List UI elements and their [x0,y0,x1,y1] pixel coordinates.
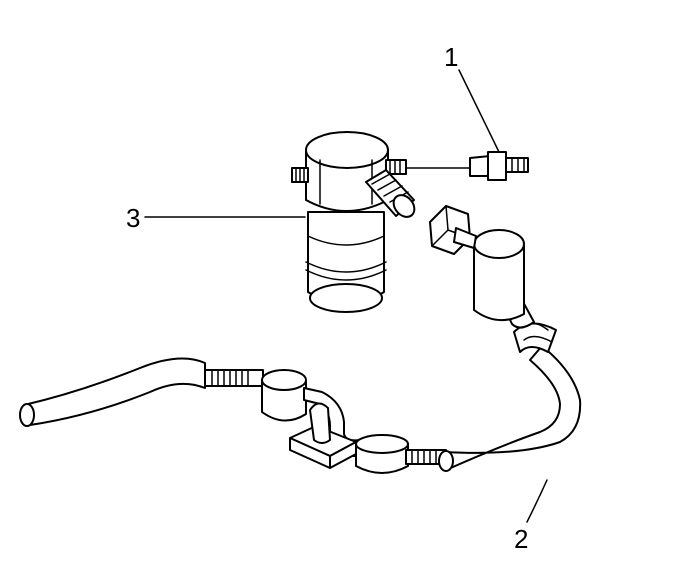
left-hose-end [19,403,35,427]
pressure-switch-valve [405,151,529,181]
left-hose-tube [21,357,206,426]
hex-nut [429,205,477,255]
callout-3: 3 [126,203,140,233]
callout-1: 1 [444,42,458,72]
left-threaded-fitting [204,369,264,387]
accumulator-bottom [309,283,383,313]
left-side-port [291,167,309,183]
right-side-port [385,159,407,175]
right-threaded-fitting [405,449,447,465]
right-curved-hose [443,345,582,471]
left-crimp-sleeve [261,369,307,422]
outlet-fitting-cup [473,229,525,321]
callout-2: 2 [514,524,528,554]
right-crimp-sleeve [355,434,409,474]
accumulator-outlet-stub [365,169,416,218]
leader-line-2 [526,479,548,523]
accumulator [291,131,416,313]
mounting-bracket [289,402,357,469]
right-hose-cuff [438,450,454,472]
accumulator-cap-top [305,131,389,169]
leader-line-1 [458,69,500,153]
